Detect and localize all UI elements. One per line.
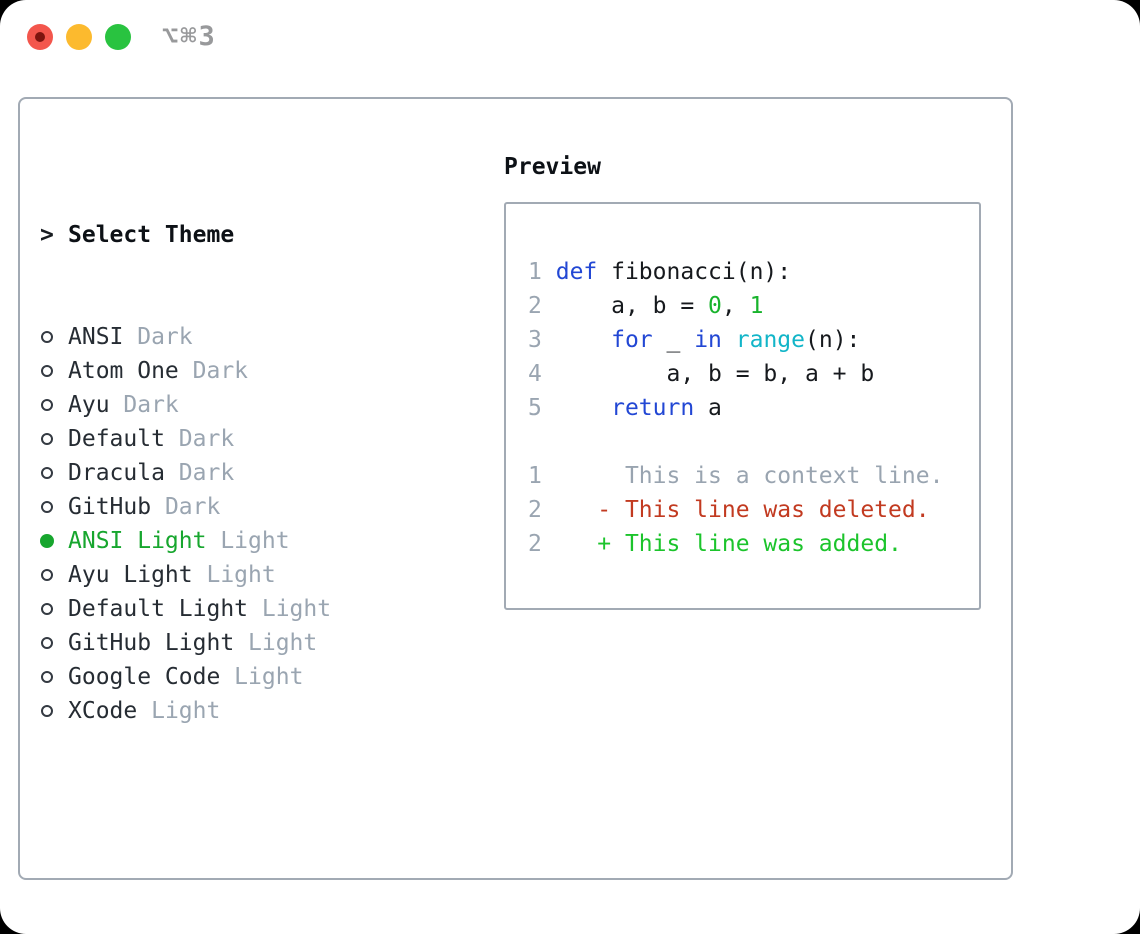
theme-variant-label: Light xyxy=(220,664,304,690)
theme-variant-label: Dark xyxy=(178,358,249,384)
prompt-cursor-icon: > xyxy=(40,222,54,248)
window-shortcut-label: ⌥⌘3 xyxy=(162,21,217,52)
minimize-button[interactable] xyxy=(66,24,92,50)
theme-picker-header: > Select Theme xyxy=(40,218,428,252)
theme-variant-label: Light xyxy=(137,698,221,724)
line-number: 5 xyxy=(528,395,542,421)
theme-option-ansi[interactable]: ANSI Dark xyxy=(40,320,428,354)
line-number: 2 xyxy=(528,531,542,557)
radio-icon xyxy=(41,365,53,377)
code-preview: 1 def fibonacci(n): 2 a, b = 0, 1 3 for _ … xyxy=(504,202,981,610)
radio-icon xyxy=(41,501,53,513)
preview-panel: Preview 1 def fibonacci(n): 2 a, b = 0, 1… xyxy=(504,150,981,610)
theme-variant-label: Light xyxy=(206,528,290,554)
theme-option-label: Ayu xyxy=(68,392,110,418)
theme-option-github-light[interactable]: GitHub Light Light xyxy=(40,626,428,660)
theme-option-label: Default Light xyxy=(68,596,249,622)
window-controls xyxy=(27,24,131,50)
theme-option-label: Google Code xyxy=(68,664,221,690)
theme-option-label: ANSI xyxy=(68,324,124,350)
close-dot-icon xyxy=(35,32,45,42)
theme-option-default-light[interactable]: Default Light Light xyxy=(40,592,428,626)
theme-variant-label: Dark xyxy=(164,460,235,486)
theme-variant-label: Light xyxy=(248,596,332,622)
theme-variant-label: Dark xyxy=(151,494,221,520)
theme-variant-label: Light xyxy=(192,562,276,588)
close-button[interactable] xyxy=(27,24,53,50)
theme-option-github[interactable]: GitHub Dark xyxy=(40,490,428,524)
blank-line xyxy=(528,425,979,459)
line-number: 3 xyxy=(528,327,542,353)
radio-icon xyxy=(41,433,53,445)
theme-option-google-code[interactable]: Google Code Light xyxy=(40,660,428,694)
theme-option-atom-one[interactable]: Atom One Dark xyxy=(40,354,428,388)
theme-option-label: XCode xyxy=(68,698,138,724)
preview-title: Preview xyxy=(504,154,601,180)
line-number: 2 xyxy=(528,293,542,319)
zoom-button[interactable] xyxy=(105,24,131,50)
theme-option-dracula[interactable]: Dracula Dark xyxy=(40,456,428,490)
radio-icon xyxy=(41,705,53,717)
radio-icon xyxy=(41,399,53,411)
theme-variant-label: Light xyxy=(234,630,318,656)
radio-icon xyxy=(41,671,53,683)
theme-picker-title: Select Theme xyxy=(68,222,235,248)
line-number: 4 xyxy=(528,361,542,387)
code-line: 5 return a xyxy=(528,395,722,421)
theme-option-ansi-light[interactable]: ANSI Light Light xyxy=(40,524,428,558)
theme-option-label: GitHub xyxy=(68,494,152,520)
code-line: 2 - This line was deleted. xyxy=(528,497,930,523)
theme-option-label: ANSI Light xyxy=(68,528,207,554)
theme-option-ayu[interactable]: Ayu Dark xyxy=(40,388,428,422)
theme-option-xcode[interactable]: XCode Light xyxy=(40,694,428,728)
theme-option-default[interactable]: Default Dark xyxy=(40,422,428,456)
theme-option-label: Ayu Light xyxy=(68,562,193,588)
code-line: 1 def fibonacci(n): xyxy=(528,259,792,285)
theme-option-label: Default xyxy=(68,426,165,452)
theme-option-label: GitHub Light xyxy=(68,630,235,656)
theme-option-ayu-light[interactable]: Ayu Light Light xyxy=(40,558,428,592)
line-number: 1 xyxy=(528,259,542,285)
code-line: 2 + This line was added. xyxy=(528,531,902,557)
line-number: 2 xyxy=(528,497,542,523)
radio-icon xyxy=(41,331,53,343)
radio-icon xyxy=(41,467,53,479)
line-number: 1 xyxy=(528,463,542,489)
radio-icon xyxy=(41,569,53,581)
radio-selected-icon xyxy=(40,534,54,548)
theme-variant-label: Dark xyxy=(123,324,193,350)
radio-icon xyxy=(41,603,53,615)
code-line: 4 a, b = b, a + b xyxy=(528,361,875,387)
theme-option-label: Dracula xyxy=(68,460,165,486)
theme-variant-label: Dark xyxy=(109,392,179,418)
code-line: 1 This is a context line. xyxy=(528,463,944,489)
code-line: 2 a, b = 0, 1 xyxy=(528,293,764,319)
theme-variant-label: Dark xyxy=(164,426,235,452)
theme-option-label: Atom One xyxy=(68,358,179,384)
code-line: 3 for _ in range(n): xyxy=(528,327,861,353)
radio-icon xyxy=(41,637,53,649)
